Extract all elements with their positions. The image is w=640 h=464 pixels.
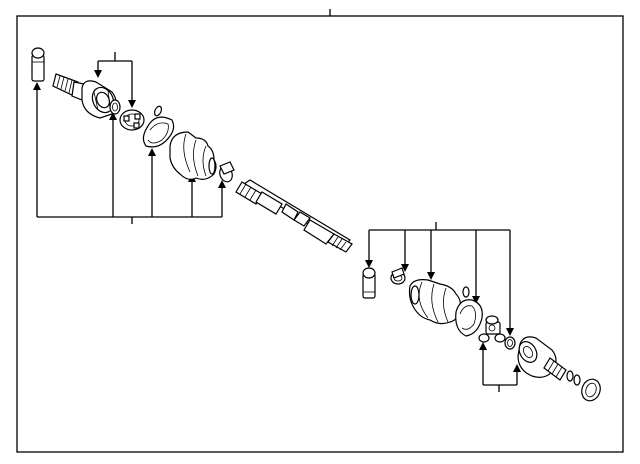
right-boot-clamp-large bbox=[455, 286, 483, 337]
right-snap-ring bbox=[504, 336, 516, 350]
left-cv-boot bbox=[169, 131, 217, 180]
right-callout-lines bbox=[365, 222, 521, 392]
left-callout-lines bbox=[33, 52, 226, 224]
right-boot-clamp-small bbox=[390, 267, 406, 285]
right-cv-boot bbox=[408, 279, 462, 325]
left-outer-cv-joint bbox=[52, 73, 117, 119]
diagram-frame bbox=[16, 15, 624, 453]
right-inner-cv-housing bbox=[517, 336, 581, 386]
center-axle-shaft bbox=[235, 179, 353, 253]
right-boot-band-small bbox=[362, 267, 376, 299]
left-boot-clamp bbox=[142, 116, 175, 148]
left-boot-band-small bbox=[31, 47, 45, 82]
right-tripod-joint bbox=[478, 315, 506, 343]
left-bearing-cage bbox=[119, 105, 163, 131]
right-seal-ring bbox=[581, 378, 601, 402]
left-small-boot-clamp bbox=[219, 161, 235, 183]
left-snap-ring bbox=[109, 99, 121, 115]
